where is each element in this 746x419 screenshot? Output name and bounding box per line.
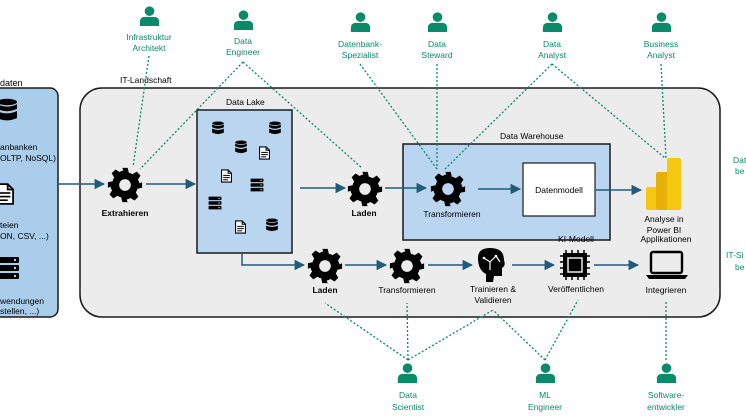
business-analyst-line1: Business [644, 39, 679, 49]
datenbank-spezialist-line1: Datenbank- [338, 39, 382, 49]
transformieren-bottom-label: Transformieren [378, 285, 436, 295]
trainieren-label-line2: Validieren [474, 295, 511, 305]
file-icon [0, 183, 14, 205]
chip-icon [560, 250, 590, 280]
lake-database-icon-1 [212, 121, 224, 135]
infrastruktur-architekt-line2: Architekt [132, 43, 166, 53]
infrastruktur-architekt-person-icon [139, 6, 160, 26]
analyse-label-line1: Analyse in [644, 214, 683, 224]
right-edge-top-line1: Dat [733, 155, 746, 165]
datenmodell-label: Datenmodell [535, 185, 583, 195]
infrastruktur-architekt-line1: Infrastruktur [126, 32, 172, 42]
server-icon [0, 257, 19, 279]
role-connectors [132, 55, 667, 361]
source-apps-line1: wendungen [0, 296, 44, 306]
lake-database-icon-2 [269, 121, 281, 135]
extrahieren-label: Extrahieren [102, 208, 149, 218]
data-engineer-line2: Engineer [226, 47, 260, 57]
trainieren-label-line1: Trainieren & [470, 284, 516, 294]
source-db-line1: anbanken [0, 142, 38, 152]
database-icon [0, 98, 17, 121]
integrieren-label: Integrieren [646, 285, 687, 295]
source-files-line2: ON, CSV, ...) [0, 231, 49, 241]
laden-bottom-label: Laden [312, 285, 337, 295]
lake-server-icon-2 [208, 196, 222, 210]
laden-top-label: Laden [351, 208, 376, 218]
right-edge-bottom-line2: be [735, 262, 745, 272]
data-engineer-person-icon [233, 10, 254, 30]
data-analyst-line2: Analyst [538, 50, 567, 60]
lake-database-icon-3 [235, 140, 247, 154]
lake-database-icon-4 [266, 218, 278, 232]
data-steward-line1: Data [428, 39, 446, 49]
data-scientist-line1: Data [399, 390, 417, 400]
data-analyst-line1: Data [543, 39, 561, 49]
business-analyst-line2: Analyst [647, 50, 676, 60]
data-steward-person-icon [427, 12, 448, 32]
sources-title: daten [0, 78, 23, 88]
datenbank-spezialist-person-icon [350, 12, 371, 32]
laptop-icon [646, 250, 688, 279]
power-bi-icon [646, 158, 681, 210]
data-scientist-line2: Scientist [392, 402, 425, 412]
data-steward-line2: Steward [421, 50, 452, 60]
lake-file-icon-3 [235, 220, 246, 234]
datenbank-spezialist-line2: Spezialist [342, 50, 379, 60]
transformieren-top-label: Transformieren [423, 209, 481, 219]
ml-engineer-line1: ML [539, 390, 551, 400]
source-db-line2: OLTP, NoSQL) [0, 153, 56, 163]
business-analyst-person-icon [651, 12, 672, 32]
veroeffentlichen-label: Veröffentlichen [548, 284, 604, 294]
brain-icon [478, 248, 505, 282]
lake-file-icon-2 [221, 169, 232, 183]
ki-modell-label: KI-Modell [558, 234, 594, 244]
source-files-line1: teien [0, 220, 19, 230]
lake-server-icon-1 [250, 178, 264, 192]
data-warehouse-label: Data Warehouse [500, 131, 564, 141]
data-analyst-person-icon [542, 12, 563, 32]
applikationen-label: Applikationen [640, 234, 691, 244]
datenmodell-box [522, 162, 596, 217]
right-edge-bottom-line1: IT-Si [726, 250, 744, 260]
right-edge-top-line2: be [735, 166, 745, 176]
source-apps-line2: stellen, ...) [0, 306, 39, 316]
flow-arrows [58, 178, 643, 271]
software-entwickler-line2: entwickler [647, 402, 685, 412]
ml-engineer-person-icon [535, 363, 556, 383]
data-scientist-person-icon [397, 363, 418, 383]
data-engineer-line1: Data [234, 36, 252, 46]
data-lake-label: Data Lake [226, 97, 265, 107]
lake-file-icon-1 [259, 146, 270, 160]
ml-engineer-line2: Engineer [528, 402, 562, 412]
software-entwickler-person-icon [656, 363, 677, 383]
software-entwickler-line1: Software- [648, 390, 685, 400]
analyse-label-line2: Power BI [647, 225, 682, 235]
it-landscape-box [79, 87, 721, 318]
